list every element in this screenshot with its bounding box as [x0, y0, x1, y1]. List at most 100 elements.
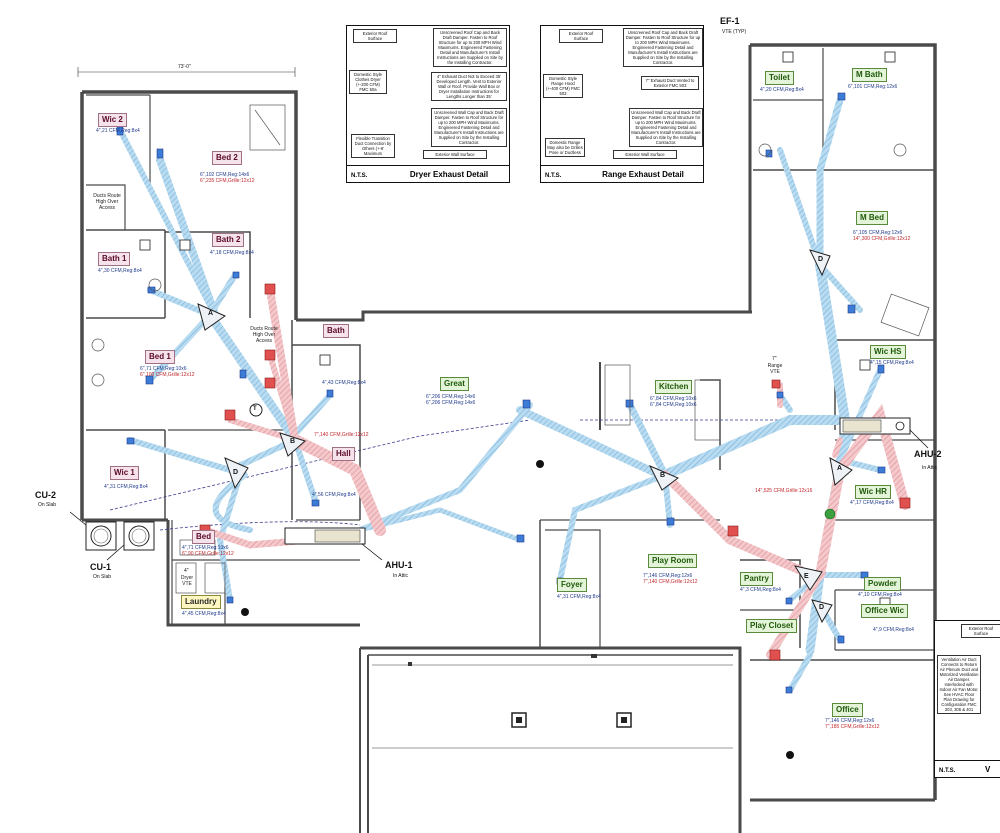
ventilation-detail: Exterior Roof Surface Ventilation Air Du… — [934, 620, 1000, 778]
dryer-wall-surface: Exterior Wall Surface — [423, 150, 487, 159]
exhaust-fans — [139, 51, 896, 609]
cu-1-label: CU-1 — [90, 562, 112, 572]
ventilation-damper — [824, 508, 836, 520]
cfm-m-bath: 6",101 CFM,Reg:12x6 — [848, 84, 898, 90]
cfm-wic-hs: 4",15 CFM,Reg:8x4 — [870, 360, 914, 366]
room-pantry: Pantry — [740, 572, 773, 586]
ahu-1-label: AHU-1 — [385, 560, 413, 570]
cu-2-note: On Slab — [38, 502, 57, 508]
ahu-1-note: In Attic — [393, 573, 409, 579]
thermostat-letter: T — [253, 406, 257, 412]
cfm-laundry: 4",45 CFM,Reg:8x4 — [182, 611, 226, 617]
room-bed-1: Bed 1 — [145, 350, 175, 364]
room-powder: Powder — [864, 577, 901, 591]
dryer-roof-surface: Exterior Roof Surface — [353, 29, 397, 43]
dryer-flex-note: Flexible Transition Duct Connection by O… — [351, 134, 395, 158]
cfm-hall-supply: 4",56 CFM,Reg:8x4 — [312, 492, 356, 498]
dryer-vte-size: 4" — [184, 568, 189, 574]
room-wic-hs: Wic HS — [870, 345, 906, 359]
vent-title: V — [985, 765, 991, 774]
room-kitchen: Kitchen — [655, 380, 693, 394]
cu-1-note: On Slab — [93, 574, 112, 580]
top-dimension-label: 73'-0" — [178, 64, 191, 70]
dryer-duct-note: 4" Exhaust Duct Not to Exceed 35' Develo… — [431, 72, 507, 101]
vent-roof-surface: Exterior Roof Surface — [961, 624, 1000, 638]
dryer-exhaust-detail: Exterior Roof Surface Unscreened Roof Ca… — [346, 25, 510, 183]
range-roof-surface: Exterior Roof Surface — [559, 29, 603, 43]
room-bed: Bed — [192, 530, 216, 544]
cu-2-unit — [85, 521, 117, 551]
top-dimension — [77, 67, 296, 77]
room-bath-2: Bath 2 — [212, 233, 245, 247]
dryer-nts: N.T.S. — [351, 173, 368, 179]
room-great: Great — [440, 377, 469, 391]
range-wall-cap-note: Unscreened Wall Cap and Back Draft Dampe… — [629, 108, 703, 147]
range-nts: N.T.S. — [545, 173, 562, 179]
range-duct-note: 7" Exhaust Duct Vented to Exterior FMC 5… — [641, 76, 699, 90]
range-vte-note: Range VTE — [767, 363, 783, 375]
junction-a-left: A — [208, 310, 214, 317]
junction-d-left: D — [233, 469, 239, 476]
vent-note: Ventilation Air Duct Connects to Return … — [937, 655, 981, 714]
supply-registers — [116, 92, 886, 694]
junction-d-right: D — [818, 256, 824, 263]
dryer-vte-note: Dryer VTE — [180, 575, 194, 587]
cfm-foyer: 4",31 CFM,Reg:8x4 — [557, 594, 601, 600]
note-ducts-route-2: Ducts Route High Over Access — [250, 326, 278, 344]
room-m-bed: M Bed — [856, 211, 888, 225]
room-wic-2: Wic 2 — [98, 113, 127, 127]
garage-columns — [372, 654, 733, 749]
cfm-return-kitchen: 14",525 CFM,Grille:12x16 — [755, 488, 813, 494]
cfm-wic-hr: 4",17 CFM,Reg:8x4 — [850, 500, 894, 506]
room-office-wic: Office Wic — [861, 604, 909, 618]
room-play-room: Play Room — [648, 554, 698, 568]
cfm-hall-return: 7",140 CFM,Grille:12x12 — [314, 432, 369, 438]
cfm-powder: 4",10 CFM,Reg:8x4 — [858, 592, 902, 598]
room-bed-2: Bed 2 — [212, 151, 242, 165]
room-play-closet: Play Closet — [746, 619, 798, 633]
range-exhaust-detail: Exterior Roof Surface Unscreened Roof Ca… — [540, 25, 704, 183]
range-roof-cap-note: Unscreened Roof Cap and Back Draft Dampe… — [623, 28, 703, 67]
room-m-bath: M Bath — [852, 68, 887, 82]
ahu-2-label: AHU-2 — [914, 449, 942, 459]
ahu-2-unit — [839, 417, 929, 449]
junction-boxes — [197, 249, 853, 624]
range-wall-surface: Exterior Wall Surface — [613, 150, 677, 159]
note-ducts-route-1: Ducts Route High Over Access — [93, 193, 121, 211]
junction-a-right: A — [837, 465, 843, 472]
room-foyer: Foyer — [557, 578, 587, 592]
ahu-1-unit — [284, 527, 383, 561]
cu-2-label: CU-2 — [35, 490, 57, 500]
room-wic-hr: Wic HR — [855, 485, 891, 499]
cfm-pantry: 4",3 CFM,Reg:8x4 — [740, 587, 781, 593]
room-wic-1: Wic 1 — [110, 466, 139, 480]
range-detail-title: Range Exhaust Detail — [602, 170, 684, 179]
return-ducts — [201, 286, 910, 659]
room-bath-1: Bath 1 — [98, 252, 131, 266]
thermostat — [249, 403, 263, 417]
cfm-toilet: 4",20 CFM,Reg:8x4 — [760, 87, 804, 93]
junction-b-left: B — [290, 438, 296, 445]
dryer-roof-cap-note: Unscreened Roof Cap and Back Draft Dampe… — [433, 28, 507, 67]
cfm-bath-1: 4",30 CFM,Reg:8x4 — [98, 268, 142, 274]
cu-1-unit — [123, 521, 155, 551]
section-markers — [241, 460, 794, 759]
cfm-wic-2: 4",21 CFM,Reg:8x4 — [96, 128, 140, 134]
room-hall: Hall — [332, 447, 355, 461]
junction-d-lower: D — [819, 604, 825, 611]
room-toilet: Toilet — [765, 71, 794, 85]
cfm-office-wic: 4",9 CFM,Reg:8x4 — [873, 627, 914, 633]
cfm-wic-1: 4",31 CFM,Reg:8x4 — [104, 484, 148, 490]
dryer-detail-title: Dryer Exhaust Detail — [409, 170, 489, 179]
supply-ducts — [117, 96, 883, 693]
dryer-appliance-note: Domestic Style Clothes Dryer (+-200 CFM)… — [349, 70, 387, 94]
junction-b-center: B — [660, 472, 666, 479]
